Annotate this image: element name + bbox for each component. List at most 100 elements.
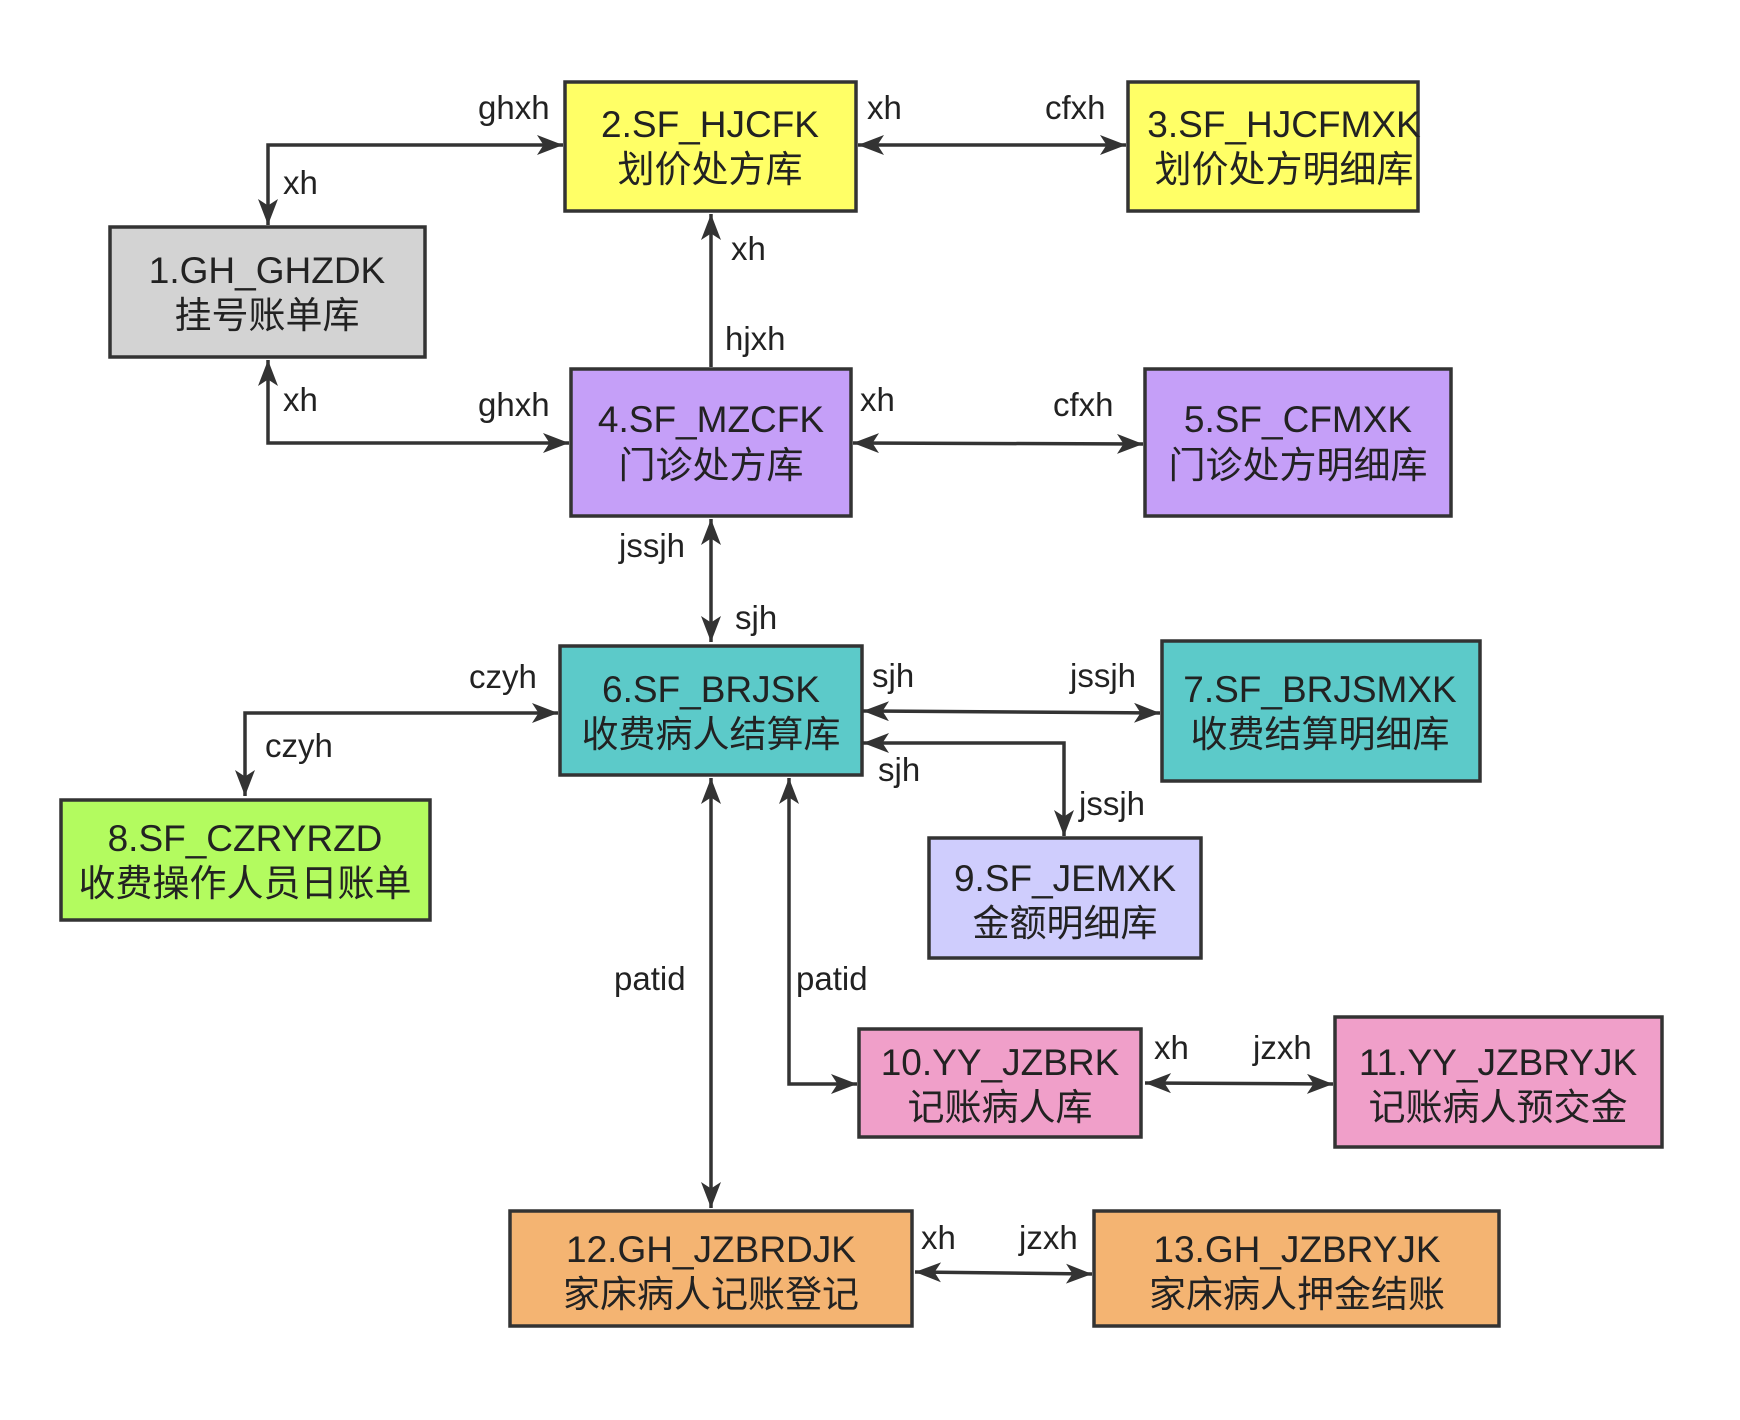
edge-line	[258, 135, 563, 225]
edge-label: cfxh	[1045, 89, 1106, 126]
edge-label: ghxh	[478, 386, 550, 423]
table-node-jzbrk: 10.YY_JZBRK 记账病人库	[857, 1027, 1143, 1139]
table-node-brjsk: 6.SF_BRJSK 收费病人结算库	[558, 644, 864, 777]
edge-label: sjh	[872, 657, 914, 694]
edge-brjsk-brjsmxk: sjh jssjh	[862, 657, 1161, 723]
node-code: 12.GH_JZBRDJK	[566, 1229, 856, 1270]
edge-hjcfk-hjcfmxk: xh cfxh	[858, 89, 1126, 155]
edge-line	[1144, 1073, 1334, 1094]
node-name: 家床病人押金结账	[1149, 1274, 1445, 1315]
node-code: 3.SF_HJCFMXK	[1147, 104, 1421, 145]
edge-label: cfxh	[1053, 386, 1114, 423]
node-box	[927, 836, 1203, 960]
edge-brjsk-jzbrdjk: patid	[614, 778, 721, 1208]
edge-brjsk-jemxk: sjh jssjh	[863, 733, 1145, 836]
edge-line	[258, 360, 569, 453]
edge-label: jzxh	[1018, 1219, 1078, 1256]
edges: ghxh xh xh cfxh xh hjxh xh ghxh xh cfxh	[235, 89, 1334, 1284]
edge-ghzdk-hjcfk: ghxh xh	[258, 89, 563, 225]
edge-label: ghxh	[478, 89, 550, 126]
edge-brjsk-jzbrk: patid	[779, 778, 868, 1094]
node-name: 记账病人库	[908, 1087, 1093, 1128]
node-code: 8.SF_CZRYRZD	[108, 818, 383, 859]
node-code: 7.SF_BRJSMXK	[1183, 669, 1457, 710]
edge-ghzdk-mzcfk: xh ghxh	[258, 360, 569, 453]
node-box	[59, 798, 432, 922]
table-node-ghzdk: 1.GH_GHZDK 挂号账单库	[108, 225, 427, 359]
table-node-hjcfmxk: 3.SF_HJCFMXK 划价处方明细库	[1126, 80, 1421, 213]
table-node-cfmxk: 5.SF_CFMXK 门诊处方明细库	[1143, 367, 1453, 518]
edge-label: jzxh	[1252, 1029, 1312, 1066]
node-name: 划价处方库	[618, 149, 803, 190]
edge-label: czyh	[265, 727, 333, 764]
node-code: 1.GH_GHZDK	[149, 250, 386, 291]
edge-line	[862, 701, 1161, 723]
edge-label: patid	[796, 960, 868, 997]
edge-line	[779, 778, 857, 1094]
node-box	[857, 1027, 1143, 1139]
table-node-hjcfk: 2.SF_HJCFK 划价处方库	[563, 80, 858, 213]
node-code: 5.SF_CFMXK	[1184, 399, 1413, 440]
node-box	[1333, 1015, 1664, 1149]
table-node-jzbryjk-13: 13.GH_JZBRYJK 家床病人押金结账	[1092, 1209, 1501, 1328]
node-box	[569, 367, 853, 518]
node-box	[1126, 80, 1420, 213]
node-box	[508, 1209, 914, 1328]
node-box	[108, 225, 427, 359]
node-name: 门诊处方库	[619, 445, 804, 486]
node-name: 挂号账单库	[175, 295, 360, 336]
edge-line	[863, 733, 1074, 836]
table-node-brjsmxk: 7.SF_BRJSMXK 收费结算明细库	[1160, 639, 1482, 783]
edge-label: xh	[731, 230, 766, 267]
table-node-mzcfk: 4.SF_MZCFK 门诊处方库	[569, 367, 853, 518]
edge-label: xh	[921, 1219, 956, 1256]
node-code: 2.SF_HJCFK	[601, 104, 819, 145]
node-name: 收费操作人员日账单	[79, 863, 412, 904]
edge-label: sjh	[878, 751, 920, 788]
edge-label: jssjh	[1078, 785, 1145, 822]
node-code: 13.GH_JZBRYJK	[1153, 1229, 1441, 1270]
node-code: 11.YY_JZBRYJK	[1359, 1042, 1638, 1083]
node-name: 家床病人记账登记	[563, 1274, 859, 1315]
node-box	[1092, 1209, 1501, 1328]
edge-label: czyh	[469, 658, 537, 695]
edge-label: xh	[860, 381, 895, 418]
edge-label: xh	[283, 381, 318, 418]
node-box	[1160, 639, 1482, 783]
node-name: 收费病人结算库	[582, 714, 841, 755]
edge-label: jssjh	[618, 527, 685, 564]
nodes: 1.GH_GHZDK 挂号账单库 2.SF_HJCFK 划价处方库 3.SF_H…	[59, 80, 1664, 1328]
node-name: 记账病人预交金	[1369, 1087, 1628, 1128]
edge-jzbrdjk-jzbryjk: xh jzxh	[914, 1219, 1093, 1284]
node-code: 9.SF_JEMXK	[954, 858, 1176, 899]
edge-label: hjxh	[725, 320, 786, 357]
node-code: 6.SF_BRJSK	[602, 669, 820, 710]
edge-label: sjh	[735, 599, 777, 636]
edge-label: xh	[867, 89, 902, 126]
edge-mzcfk-cfmxk: xh cfxh	[852, 381, 1144, 454]
node-code: 10.YY_JZBRK	[881, 1042, 1120, 1083]
node-name: 门诊处方明细库	[1169, 445, 1428, 486]
edge-label: jssjh	[1069, 657, 1136, 694]
edge-mzcfk-hjcfk: xh hjxh	[701, 214, 786, 367]
node-name: 金额明细库	[973, 903, 1158, 944]
edge-label: xh	[283, 164, 318, 201]
edge-label: patid	[614, 960, 686, 997]
edge-czryrzd-brjsk: czyh czyh	[235, 658, 558, 796]
table-node-czryrzd: 8.SF_CZRYRZD 收费操作人员日账单	[59, 798, 432, 922]
node-box	[558, 644, 864, 777]
table-node-jemxk: 9.SF_JEMXK 金额明细库	[927, 836, 1203, 960]
node-box	[1143, 367, 1453, 518]
node-name: 收费结算明细库	[1191, 714, 1450, 755]
node-name: 划价处方明细库	[1155, 149, 1414, 190]
edge-label: xh	[1154, 1029, 1189, 1066]
edge-jzbrk-jzbryjk: xh jzxh	[1144, 1029, 1334, 1094]
node-code: 4.SF_MZCFK	[598, 399, 824, 440]
table-node-jzbryjk: 11.YY_JZBRYJK 记账病人预交金	[1333, 1015, 1664, 1149]
edge-line	[235, 703, 558, 796]
edge-line	[914, 1262, 1093, 1284]
edge-mzcfk-brjsk: jssjh sjh	[618, 519, 777, 642]
node-box	[563, 80, 858, 213]
table-node-jzbrdjk: 12.GH_JZBRDJK 家床病人记账登记	[508, 1209, 914, 1328]
